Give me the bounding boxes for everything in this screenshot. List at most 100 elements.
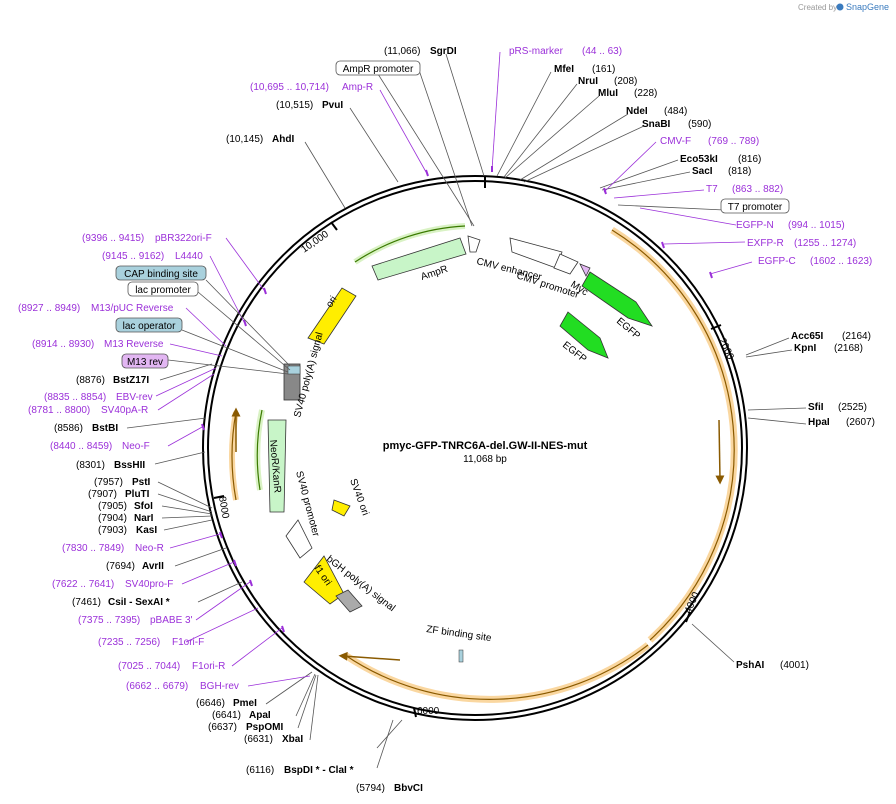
primer-name: T7 [706,184,718,195]
orange-feature-arcs [229,223,738,703]
enzyme-name: MluI [598,88,618,99]
enzyme-name: BstZ17I [113,375,149,386]
enzyme-name: NruI [578,76,598,87]
primer-range: (1255 .. 1274) [794,238,856,249]
enzyme-name: BbvCI [394,783,423,794]
enzyme-position: (2607) [846,417,875,428]
backbone-outer-strand [202,175,748,721]
primer-range: (8927 .. 8949) [18,303,80,314]
enzyme-position: (7903) [98,525,127,536]
enzyme-position: (484) [664,106,687,117]
primer-range: (994 .. 1015) [788,220,845,231]
enzyme-position: (4001) [780,660,809,671]
box-leaders [167,73,725,375]
enzyme-position: (6637) [208,722,237,733]
brand-text: SnapGene [846,2,889,12]
enzyme-position: (7904) [98,513,127,524]
enzyme-position: (7905) [98,501,127,512]
enzyme-name: PluTI [125,489,150,500]
primer-name: Amp-R [342,82,373,93]
enzyme-name: PspOMI [246,722,283,733]
enzyme-leaders [126,53,807,769]
ring-ticks [213,176,722,718]
box-features [115,60,790,369]
primer-range: (7830 .. 7849) [62,543,124,554]
credit-text: Created by [798,3,837,12]
enzyme-name: SnaBI [642,119,671,130]
enzyme-position: (7957) [94,477,123,488]
primer-range: (9396 .. 9415) [82,233,144,244]
enzyme-position: (10,145) [226,134,263,145]
enzyme-position: (2525) [838,402,867,413]
enzyme-name: NdeI [626,106,648,117]
enzyme-position: (161) [592,64,615,75]
enzyme-name: SgrDI [430,46,457,57]
enzyme-position: (2164) [842,331,871,342]
primer-name: EXFP-R [747,238,784,249]
enzyme-position: (8586) [54,423,83,434]
enzyme-position: (8876) [76,375,105,386]
primer-range: (8440 .. 8459) [50,441,112,452]
plasmid-name: pmyc-GFP-TNRC6A-del.GW-II-NES-mut [383,440,588,452]
primer-name: SV40pro-F [125,579,173,590]
enzyme-name: HpaI [808,417,830,428]
backbone-inner-strand [207,180,743,716]
primer-name: F1ori-F [172,637,204,648]
enzyme-name: SacI [692,166,713,177]
primer-range: (769 .. 789) [708,136,759,147]
enzyme-name: AhdI [272,134,294,145]
enzyme-name: BstBI [92,423,118,434]
primer-name: pRS-marker [509,46,564,57]
primer-range: (8781 .. 8800) [28,405,90,416]
primer-marks [201,166,713,633]
enzyme-position: (6116) [246,765,274,776]
primer-range: (8914 .. 8930) [32,339,94,350]
enzyme-name: PshAI [736,660,765,671]
enzyme-name: BssHII [114,460,145,471]
enzyme-position: (590) [688,119,711,130]
primer-name: M13/pUC Reverse [91,303,174,314]
enzyme-name: Acc65I [791,331,823,342]
primer-range: (9145 .. 9162) [102,251,164,262]
primer-name: EBV-rev [116,392,153,403]
enzyme-position: (11,066) [384,46,421,57]
feature-label: NeoR/KanR [267,439,283,493]
feature-shapes [267,235,653,663]
primer-name: M13 Reverse [104,339,164,350]
box-label: AmpR promoter [343,64,414,75]
enzyme-name: ApaI [249,710,271,721]
primer-name: BGH-rev [200,681,239,692]
enzyme-name: BspDI * - ClaI * [284,765,354,776]
primer-range: (7375 .. 7395) [78,615,140,626]
box-label: T7 promoter [728,202,783,213]
primer-range: (44 .. 63) [582,46,622,57]
primer-name: pBR322ori-F [155,233,212,244]
plasmid-length: 11,068 bp [463,454,507,465]
primer-labels: pRS-marker (44 .. 63) CMV-F (769 .. 789)… [18,46,872,692]
box-label: lac operator [123,321,176,332]
primer-name: SV40pA-R [101,405,148,416]
enzyme-position: (208) [614,76,637,87]
enzyme-name: XbaI [282,734,303,745]
enzyme-name: NarI [134,513,154,524]
primer-range: (6662 .. 6679) [126,681,188,692]
feature-label: ori [324,294,339,309]
primer-name: L4440 [175,251,203,262]
enzyme-labels: (11,066) SgrDI MfeI (161) NruI (208) Mlu… [54,46,875,794]
enzyme-position: (6646) [196,698,225,709]
tick-label: 8000 [216,496,231,520]
enzyme-name: MfeI [554,64,574,75]
enzyme-position: (6641) [212,710,241,721]
enzyme-name: PvuI [322,100,343,111]
tick-label: 10,000 [299,229,331,256]
box-label: CAP binding site [124,269,198,280]
enzyme-position: (8301) [76,460,105,471]
tick-label: 6000 [417,706,440,717]
enzyme-name: PstI [132,477,151,488]
enzyme-name: KasI [136,525,157,536]
enzyme-name: Eco53kI [680,154,718,165]
primer-range: (7235 .. 7256) [98,637,160,648]
primer-range: (8835 .. 8854) [44,392,106,403]
enzyme-position: (7907) [88,489,117,500]
enzyme-position: (818) [728,166,751,177]
